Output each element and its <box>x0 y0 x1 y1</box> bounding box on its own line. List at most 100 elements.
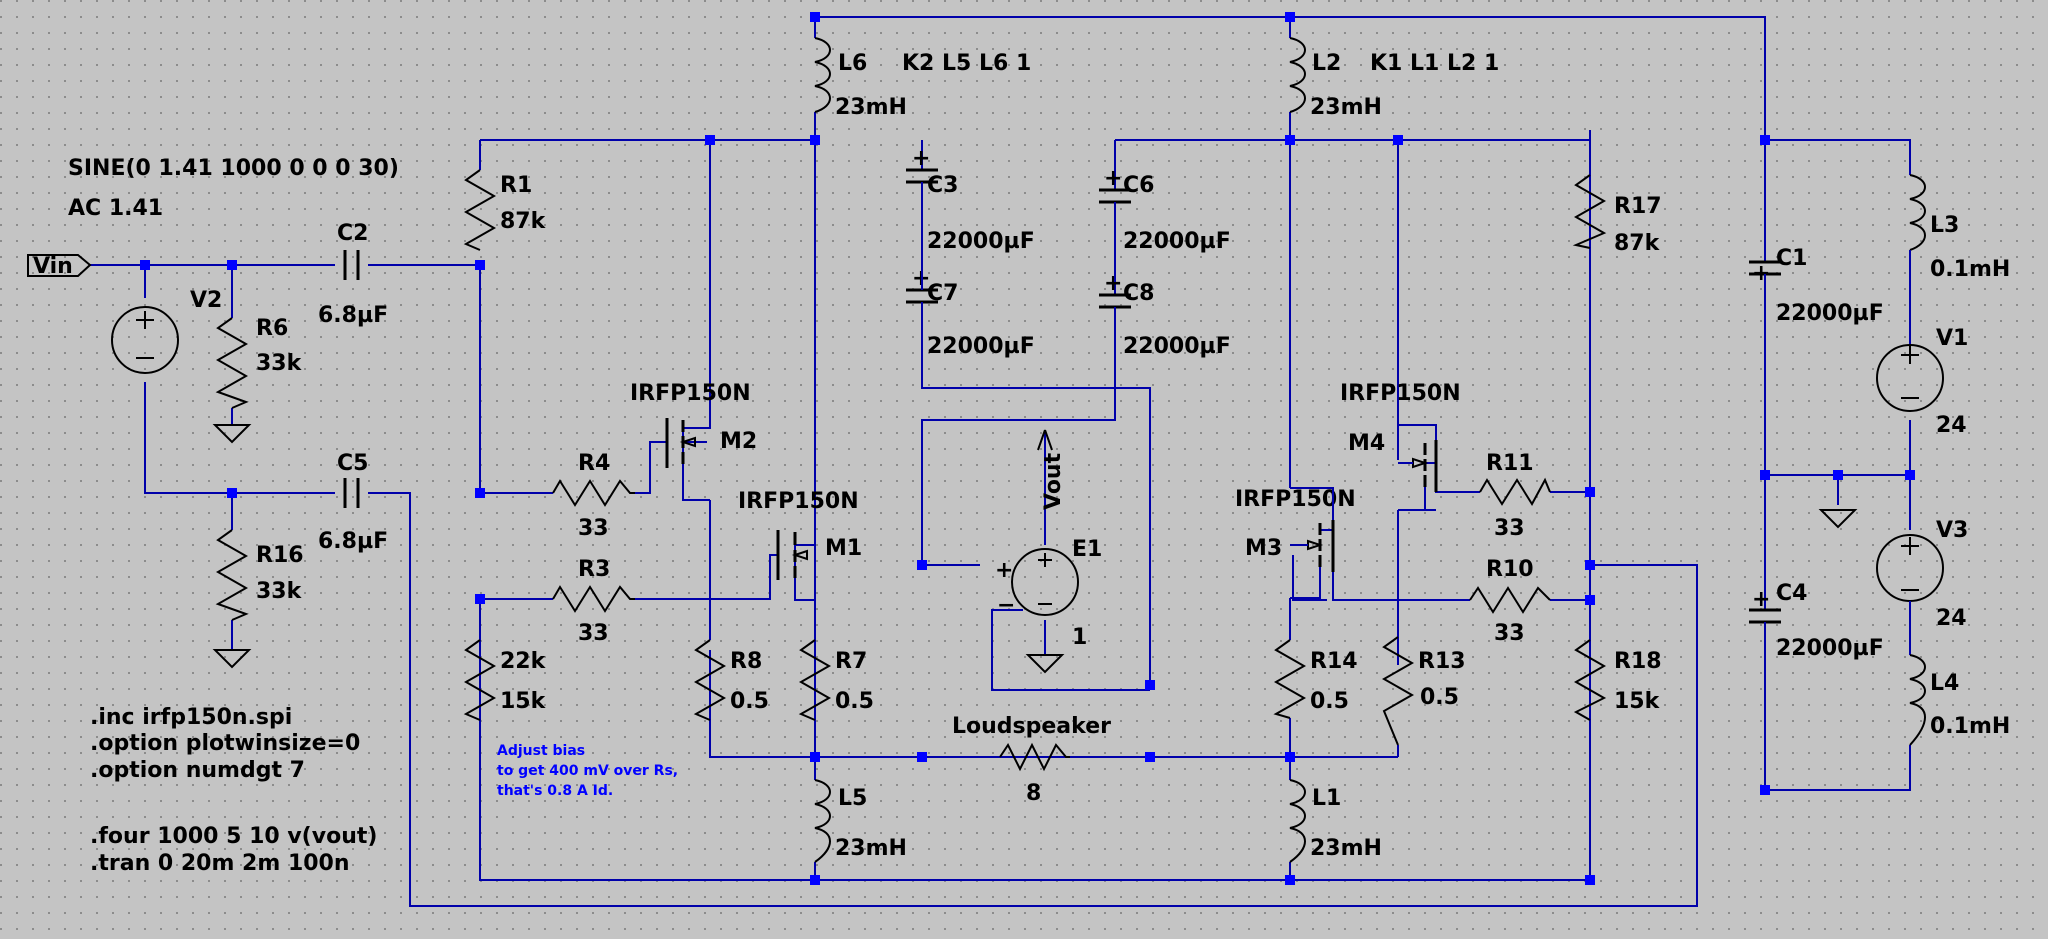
l4-inductor[interactable]: L4 0.1mH <box>1909 654 2010 746</box>
r10-label: R10 <box>1486 557 1534 582</box>
r16-value: 33k <box>256 579 303 604</box>
c1-capacitor[interactable]: + C1 22000µF <box>1749 246 1884 326</box>
m2-model: IRFP150N <box>630 381 751 406</box>
r4-label: R4 <box>578 451 610 476</box>
r11-label: R11 <box>1486 451 1534 476</box>
v2-source[interactable]: V2 <box>111 288 222 374</box>
vin-port[interactable]: Vin <box>27 254 92 279</box>
v1-value: 24 <box>1936 413 1967 438</box>
c2-value: 6.8µF <box>318 303 388 328</box>
r8-resistor[interactable]: R8 0.5 <box>693 639 769 721</box>
vout-port[interactable]: Vout <box>1037 429 1066 510</box>
c5-capacitor[interactable]: C5 6.8µF <box>318 451 388 554</box>
r1-resistor[interactable]: R1 87k <box>463 169 547 251</box>
loudspeaker-resistor[interactable]: Loudspeaker 8 <box>952 714 1111 806</box>
r10-value: 33 <box>1494 621 1525 646</box>
r8-value: 0.5 <box>730 689 769 714</box>
ground-icon <box>212 424 252 444</box>
r6-resistor[interactable]: R6 33k <box>215 316 303 409</box>
r14-value: 0.5 <box>1310 689 1349 714</box>
c3-label: C3 <box>927 173 958 198</box>
loudspeaker-label: Loudspeaker <box>952 714 1111 739</box>
c6-capacitor[interactable]: + C6 22000µF <box>1099 166 1231 254</box>
directive-four: .four 1000 5 10 v(vout) <box>90 824 377 849</box>
r3-label: R3 <box>578 557 610 582</box>
wires <box>90 16 1911 907</box>
r17-label: R17 <box>1614 194 1662 219</box>
m4-label: M4 <box>1348 431 1385 456</box>
m4-mosfet[interactable]: IRFP150N M4 <box>1340 381 1461 492</box>
ground-icon <box>212 649 252 669</box>
directive-inc: .inc irfp150n.spi <box>90 705 292 730</box>
k2-directive: K2 L5 L6 1 <box>902 51 1031 76</box>
r6-label: R6 <box>256 316 288 341</box>
l6-value: 23mH <box>835 95 907 120</box>
m4-model: IRFP150N <box>1340 381 1461 406</box>
c3-plus: + <box>912 146 930 171</box>
e1-plus: + <box>995 558 1013 583</box>
r6-value: 33k <box>256 351 303 376</box>
c7-capacitor[interactable]: + C7 22000µF <box>906 266 1035 359</box>
junction-dots <box>140 12 1915 885</box>
l3-value: 0.1mH <box>1930 257 2010 282</box>
c8-value: 22000µF <box>1123 334 1231 359</box>
r3-resistor[interactable]: R3 33 <box>552 557 635 646</box>
r14-resistor[interactable]: R14 0.5 <box>1273 639 1358 719</box>
m1-model: IRFP150N <box>738 489 859 514</box>
ground-icon <box>1818 509 1858 529</box>
v3-label: V3 <box>1936 518 1968 543</box>
c8-plus: + <box>1104 271 1122 296</box>
r13-resistor[interactable]: R13 0.5 <box>1381 636 1466 746</box>
r4-value: 33 <box>578 516 609 541</box>
e1-minus: − <box>997 593 1015 618</box>
c4-value: 22000µF <box>1776 636 1884 661</box>
c7-label: C7 <box>927 281 958 306</box>
c5-value: 6.8µF <box>318 529 388 554</box>
v3-source[interactable]: V3 24 <box>1876 518 1968 631</box>
l3-inductor[interactable]: L3 0.1mH <box>1909 174 2010 282</box>
m3-label: M3 <box>1245 536 1282 561</box>
m3-mosfet[interactable]: IRFP150N M3 <box>1235 487 1356 572</box>
l5-value: 23mH <box>835 836 907 861</box>
e1-source[interactable]: + − E1 1 <box>995 537 1102 650</box>
l6-inductor[interactable]: L6 23mH <box>814 37 907 120</box>
r11-resistor[interactable]: R11 33 <box>1479 451 1551 541</box>
l1-label: L1 <box>1312 786 1341 811</box>
l5-label: L5 <box>838 786 867 811</box>
r7-resistor[interactable]: R7 0.5 <box>798 639 874 721</box>
l3-label: L3 <box>1930 213 1959 238</box>
r18-resistor[interactable]: R18 15k <box>1573 639 1662 721</box>
source-spec-line1: SINE(0 1.41 1000 0 0 0 30) <box>68 156 399 181</box>
l1-inductor[interactable]: L1 23mH <box>1289 779 1382 863</box>
r10-resistor[interactable]: R10 33 <box>1469 557 1551 646</box>
l5-inductor[interactable]: L5 23mH <box>814 779 907 863</box>
r-bias-left-value: 15k <box>500 689 547 714</box>
r17-value: 87k <box>1614 231 1661 256</box>
v3-value: 24 <box>1936 606 1967 631</box>
r16-resistor[interactable]: R16 33k <box>215 529 304 621</box>
r17-resistor[interactable]: R17 87k <box>1572 174 1662 256</box>
r16-label: R16 <box>256 543 304 568</box>
m2-mosfet[interactable]: IRFP150N M2 <box>630 381 757 468</box>
r4-resistor[interactable]: R4 33 <box>552 451 635 541</box>
c6-value: 22000µF <box>1123 229 1231 254</box>
l4-label: L4 <box>1930 671 1959 696</box>
r-bias-left-resistor[interactable]: 22k 15k <box>463 639 547 721</box>
c3-capacitor[interactable]: + C3 22000µF <box>906 146 1035 254</box>
c8-capacitor[interactable]: + C8 22000µF <box>1099 271 1231 359</box>
c5-label: C5 <box>337 451 368 476</box>
c2-label: C2 <box>337 221 368 246</box>
v1-source[interactable]: V1 24 <box>1876 326 1968 438</box>
m1-mosfet[interactable]: IRFP150N M1 <box>738 489 862 580</box>
c4-capacitor[interactable]: + C4 22000µF <box>1749 581 1884 661</box>
k1-directive: K1 L1 L2 1 <box>1370 51 1499 76</box>
c4-label: C4 <box>1776 581 1807 606</box>
r13-value: 0.5 <box>1420 685 1459 710</box>
l2-label: L2 <box>1312 51 1341 76</box>
c2-capacitor[interactable]: C2 6.8µF <box>318 221 388 328</box>
m3-model: IRFP150N <box>1235 487 1356 512</box>
r3-value: 33 <box>578 621 609 646</box>
l2-inductor[interactable]: L2 23mH <box>1289 37 1382 120</box>
c4-plus: + <box>1752 587 1770 612</box>
